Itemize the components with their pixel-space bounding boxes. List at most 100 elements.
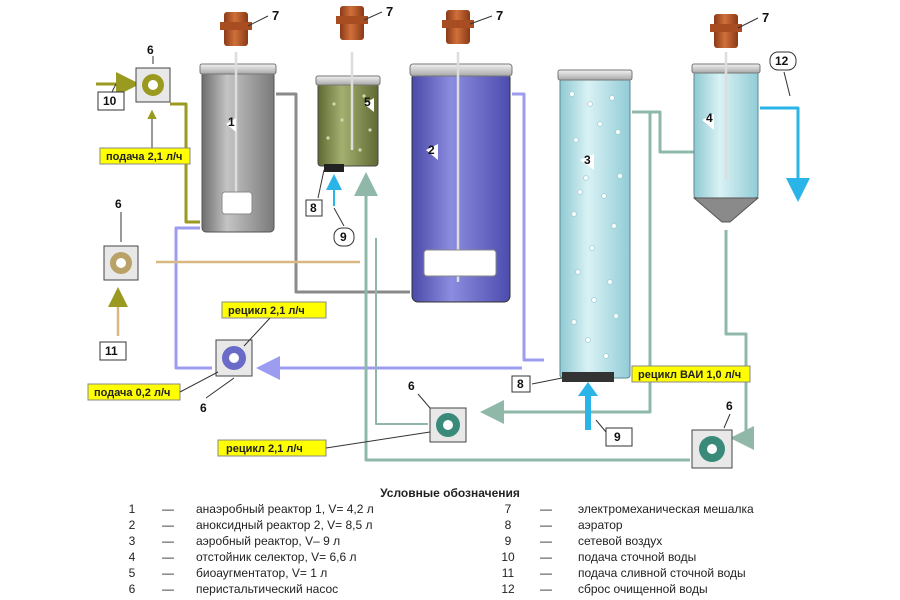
callout-inlet-11: 11 xyxy=(99,341,127,361)
legend-text: сброс очищенной воды xyxy=(578,582,708,596)
pipe-settler-vai xyxy=(724,230,754,450)
flow-label-recycle-lower: рецикл 2,1 л/ч xyxy=(217,431,431,457)
flow-feed-main-text: подача 2,1 л/ч xyxy=(106,151,182,163)
bubble xyxy=(597,121,603,127)
legend-text: перистальтический насос xyxy=(196,582,339,596)
bioaugmentator-5: 5 xyxy=(315,52,381,172)
callout-air-bio: 9 xyxy=(333,207,355,247)
bubble xyxy=(587,101,593,107)
reactor-1: 1 xyxy=(199,52,277,233)
legend-dash: — xyxy=(540,582,552,596)
legend-number: 4 xyxy=(128,550,136,564)
legend-number: 5 xyxy=(128,566,136,580)
bubble xyxy=(573,137,579,143)
bubble xyxy=(607,279,613,285)
motor-settler-number: 7 xyxy=(762,10,769,25)
legend-number: 8 xyxy=(504,518,512,532)
pipe-r1-r2 xyxy=(276,92,410,294)
flow-label-feed-main: подача 2,1 л/ч xyxy=(99,147,191,165)
legend-text: биоаугментатор, V= 1 л xyxy=(196,566,328,580)
legend-number: 9 xyxy=(504,534,512,548)
flow-feed-secondary-text: подача 0,2 л/ч xyxy=(94,387,170,399)
outlet-pipe-12 xyxy=(760,106,810,202)
bubble xyxy=(575,269,581,275)
pump-feed-number: 6 xyxy=(147,43,154,57)
inlet-10-number: 10 xyxy=(103,94,117,108)
legend-dash: — xyxy=(162,518,174,532)
aerator-r3-number: 8 xyxy=(517,377,524,391)
legend-number: 12 xyxy=(501,582,515,596)
legend-item: 4—отстойник селектор, V= 6,6 л xyxy=(120,550,460,566)
air-bio-number: 9 xyxy=(340,230,347,244)
bubble xyxy=(569,91,575,97)
motor-r2: 7 xyxy=(442,8,503,44)
legend-dash: — xyxy=(540,566,552,580)
legend-number: 2 xyxy=(128,518,136,532)
legend-dash: — xyxy=(162,582,174,596)
legend-dash: — xyxy=(162,534,174,548)
legend-dash: — xyxy=(540,502,552,516)
legend-dash: — xyxy=(162,566,174,580)
pump-recycle-upper-number: 6 xyxy=(200,401,207,415)
motor-r2-number: 7 xyxy=(496,8,503,23)
legend-text: подача сточной воды xyxy=(578,550,697,564)
reactor-1-number: 1 xyxy=(228,115,235,129)
legend-item: 5 — биоаугментатор, V= 1 л xyxy=(120,566,460,582)
pumps: 6 6 6 6 6 xyxy=(103,43,733,469)
legend-number: 1 xyxy=(128,502,136,516)
callout-inlet-10: 10 xyxy=(97,83,125,111)
inlet-11-number: 11 xyxy=(105,344,118,358)
pipe-r3-recycle xyxy=(480,112,652,424)
bubble xyxy=(577,189,583,195)
legend-text: аэробный реактор, V– 9 л xyxy=(196,534,341,548)
flow-recycle-upper-text: рецикл 2,1 л/ч xyxy=(228,305,305,317)
pump-drain: 6 xyxy=(103,197,139,281)
motors: 7 7 7 7 xyxy=(220,4,769,48)
legend-dash: — xyxy=(162,502,174,516)
legend-text: аэратор xyxy=(578,518,623,532)
legend-number: 6 xyxy=(128,582,136,596)
recycle-pipe-lower xyxy=(375,238,428,425)
legend-item: 10—подача сточной воды xyxy=(500,550,840,566)
bubble xyxy=(571,211,577,217)
pump-recycle-lower-number: 6 xyxy=(408,379,415,393)
bubble xyxy=(613,313,619,319)
motor-r1: 7 xyxy=(220,8,279,46)
flow-recycle-lower-text: рецикл 2,1 л/ч xyxy=(226,443,303,455)
motor-bio: 7 xyxy=(336,4,393,40)
aerator-bio-number: 8 xyxy=(310,201,317,215)
pipe-vai-bio xyxy=(354,172,690,462)
legend-item: 6 — перистальтический насос xyxy=(120,582,460,598)
callout-outlet-12: 12 xyxy=(769,51,797,97)
reactor-3: 3 xyxy=(557,69,633,382)
pump-recycle-upper: 6 xyxy=(200,339,253,415)
legend-item: 2 — аноксидный реактор 2, V= 8,5 л xyxy=(120,518,460,534)
legend-dash: — xyxy=(540,518,552,532)
bubble xyxy=(589,245,595,251)
flow-label-recycle-upper: рецикл 2,1 л/ч xyxy=(221,301,327,347)
legend-text: аноксидный реактор 2, V= 8,5 л xyxy=(196,518,373,532)
legend-item: 9 — сетевой воздух xyxy=(500,534,840,550)
pump-vai: 6 xyxy=(691,399,733,469)
reactor-3-number: 3 xyxy=(584,153,591,167)
legend-dash: — xyxy=(540,534,552,548)
settler-number: 4 xyxy=(706,111,713,125)
bubble xyxy=(591,297,597,303)
pump-drain-number: 6 xyxy=(115,197,122,211)
settler-4: 4 xyxy=(691,52,761,223)
bubble xyxy=(611,223,617,229)
legend-item: 12 — сброс очищенной воды xyxy=(500,582,840,598)
reactor-2-number: 2 xyxy=(428,143,435,157)
legend-text: анаэробный реактор 1, V= 4,2 л xyxy=(196,502,374,516)
callout-aerator-r3: 8 xyxy=(511,375,563,393)
legend-item: 7—электромеханическая мешалка xyxy=(500,502,840,518)
legend-text: электромеханическая мешалка xyxy=(578,502,754,516)
bubble xyxy=(585,337,591,343)
legend-item: 11—подача сливной сточной воды xyxy=(500,566,840,582)
callouts: 8 9 10 11 12 8 9 xyxy=(97,51,797,447)
legend-text: сетевой воздух xyxy=(578,534,663,548)
callout-aerator-bio: 8 xyxy=(305,169,325,217)
flow-labels: подача 2,1 л/ч подача 0,2 л/ч рецикл 2,1… xyxy=(87,147,751,457)
motor-bio-number: 7 xyxy=(386,4,393,19)
flow-recycle-vai-text: рецикл ВАИ 1,0 л/ч xyxy=(638,369,741,381)
